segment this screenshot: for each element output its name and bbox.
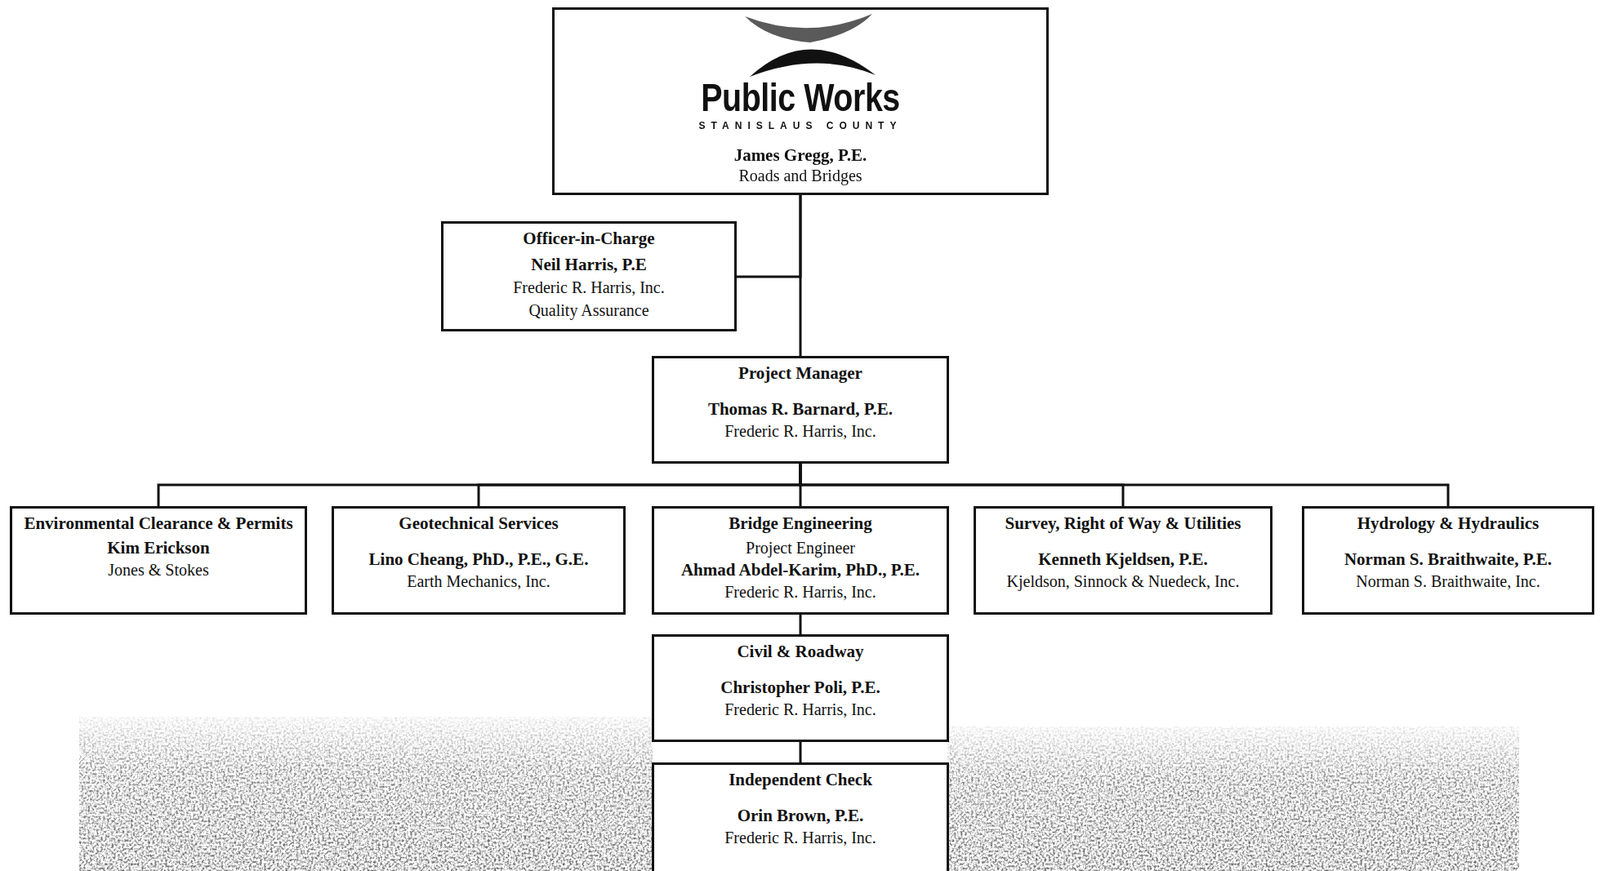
company-name: Frederic R. Harris, Inc. — [658, 700, 943, 720]
org-box: Project ManagerThomas R. Barnard, P.E. Fr… — [651, 356, 950, 464]
unit-name: Roads and Bridges — [558, 166, 1043, 186]
person-name: Thomas R. Barnard, P.E. — [658, 399, 943, 419]
county-logo — [744, 13, 876, 77]
agency-heading: Public Works — [601, 78, 999, 118]
person-name: James Gregg, P.E. — [558, 145, 1043, 165]
org-connector — [735, 194, 802, 278]
role-title: Hydrology & Hydraulics — [1308, 513, 1588, 534]
agency-box: Public WorksSTANISLAUS COUNTY James Gregg… — [552, 7, 1049, 196]
org-box: Civil & RoadwayChristopher Poli, P.E.Fre… — [651, 634, 950, 743]
org-box: Geotechnical ServicesLino Cheang, PhD., … — [331, 506, 626, 616]
person-name: Kenneth Kjeldsen, P.E. — [980, 549, 1266, 570]
org-connector — [799, 194, 803, 358]
org-box: Officer-in-ChargeNeil Harris, P.E Frederi… — [441, 221, 737, 332]
org-box: Hydrology & HydraulicsNorman S. Braithwa… — [1301, 506, 1595, 616]
role-title: Officer-in-Charge — [447, 228, 731, 249]
person-name: Orin Brown, P.E. — [658, 806, 943, 826]
company-name: Jones & Stokes — [16, 561, 301, 580]
role-title: Civil & Roadway — [658, 641, 943, 662]
org-connector — [158, 463, 801, 509]
org-box: Survey, Right of Way & UtilitiesKenneth … — [973, 506, 1273, 616]
org-connector — [799, 741, 803, 765]
company-name: Frederic R. Harris, Inc. — [447, 278, 731, 298]
person-name: Kim Erickson — [16, 538, 301, 558]
role-title: Survey, Right of Way & Utilities — [980, 513, 1266, 534]
org-box: Independent CheckOrin Brown, P.E.Frederi… — [651, 762, 950, 871]
person-name: Lino Cheang, PhD., P.E., G.E. — [338, 549, 620, 570]
company-name: Norman S. Braithwaite, Inc. — [1308, 572, 1588, 592]
org-connector — [478, 463, 801, 509]
role-title: Geotechnical Services — [338, 513, 620, 534]
org-box: Environmental Clearance & PermitsKim Eri… — [9, 506, 308, 616]
company-name: Frederic R. Harris, Inc. — [658, 583, 943, 602]
company-name: Frederic R. Harris, Inc. — [658, 828, 943, 848]
company-name: Quality Assurance — [447, 301, 731, 321]
company-name: Kjeldson, Sinnock & Nuedeck, Inc. — [980, 572, 1266, 592]
org-connector — [800, 463, 1449, 509]
company-name: Earth Mechanics, Inc. — [338, 572, 620, 592]
person-name: Christopher Poli, P.E. — [658, 677, 943, 698]
role-title: Project Manager — [658, 363, 943, 384]
org-connector — [799, 614, 803, 637]
county-name: STANISLAUS COUNTY — [558, 120, 1043, 132]
role-subtitle: Project Engineer — [658, 539, 943, 558]
role-title: Environmental Clearance & Permits — [16, 513, 301, 534]
person-name: Ahmad Abdel-Karim, PhD., P.E. — [658, 560, 943, 580]
person-name: Norman S. Braithwaite, P.E. — [1308, 549, 1588, 570]
role-title: Bridge Engineering — [658, 513, 943, 534]
org-box: Bridge EngineeringProject EngineerAhmad … — [651, 506, 950, 616]
role-title: Independent Check — [658, 770, 943, 790]
person-name: Neil Harris, P.E — [447, 254, 731, 275]
company-name: Frederic R. Harris, Inc. — [658, 422, 943, 442]
